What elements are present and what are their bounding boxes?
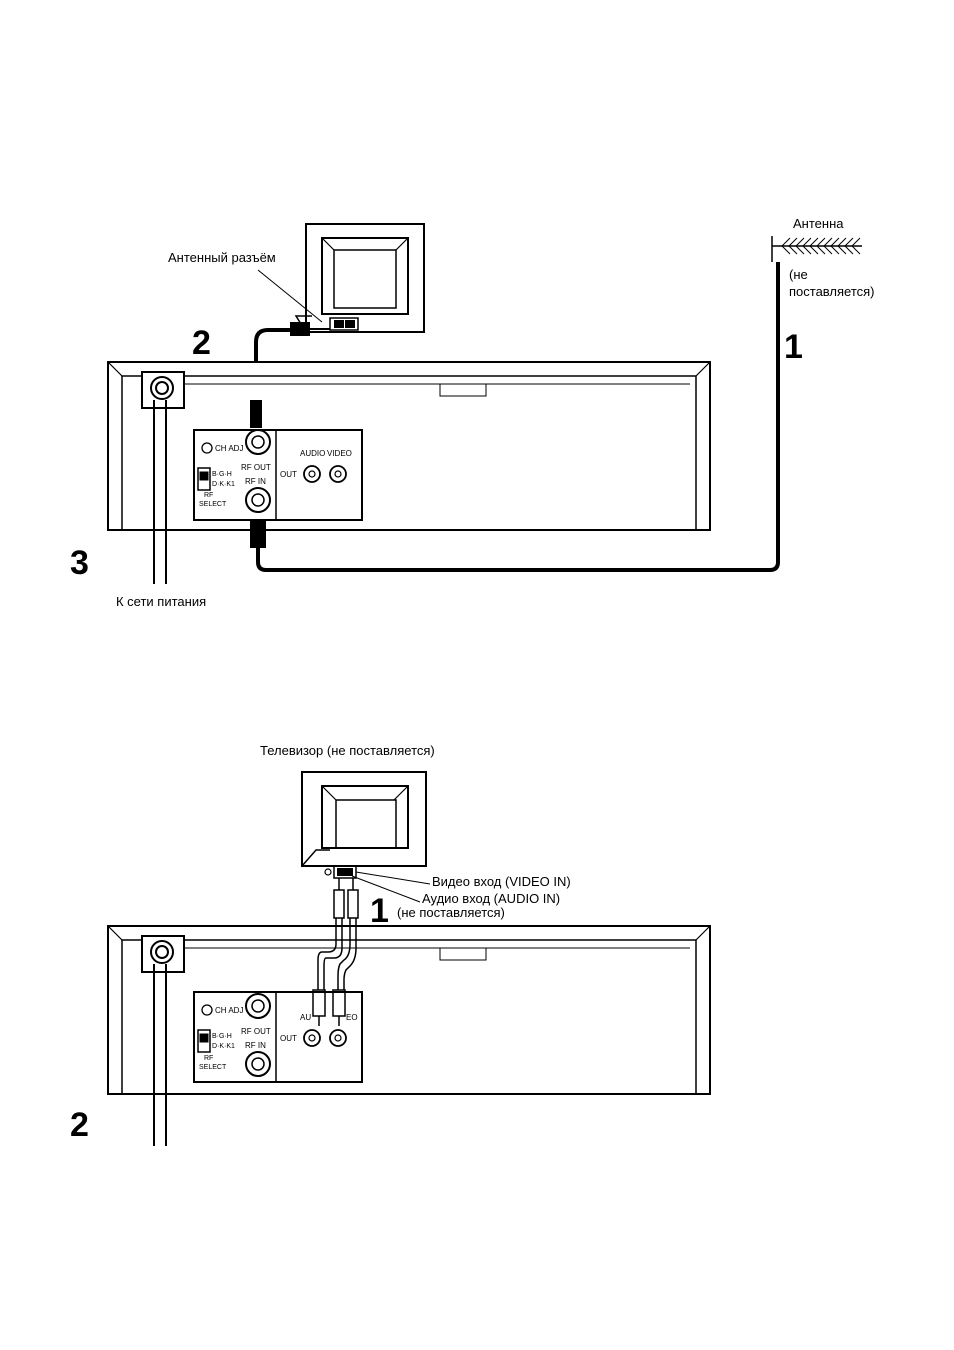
dkk1-label: D·K·K1 [212, 481, 235, 488]
ch-adj-label-2: CH ADJ [215, 1006, 243, 1015]
tv-set-2 [302, 772, 426, 878]
cable-note-label: (не поставляется) [397, 905, 505, 920]
rf-select-rf-label-2: RF [204, 1055, 213, 1062]
av-plugs-vcr [313, 990, 345, 1026]
rf-plug-tv [290, 322, 310, 336]
power-cord-2 [154, 964, 166, 1146]
out-label-2: OUT [280, 1034, 297, 1043]
rf-out-label: RF OUT [241, 463, 271, 472]
ch-adj-label: CH ADJ [215, 444, 243, 453]
step-2-number: 2 [192, 324, 211, 362]
antenna-note-line2: поставляется) [789, 284, 875, 299]
bgh-label-2: B·G·H [212, 1033, 232, 1040]
tv-set-1 [296, 224, 424, 332]
mains-label: К сети питания [116, 594, 206, 609]
video-label-2: EO [346, 1013, 358, 1022]
step-1-number: 1 [784, 328, 803, 366]
rf-in-label: RF IN [245, 477, 266, 486]
step-3-number: 3 [70, 544, 89, 582]
rf-in-label-2: RF IN [245, 1041, 266, 1050]
diagram-av-connection: CH ADJ RF OUT RF IN AU EO OUT B·G·H D·K·… [70, 743, 710, 1146]
video-label: VIDEO [327, 449, 352, 458]
antenna-socket-label: Антенный разъём [168, 250, 276, 265]
dkk1-label-2: D·K·K1 [212, 1043, 235, 1050]
rf-select-label: SELECT [199, 501, 227, 508]
antenna-label: Антенна [793, 216, 844, 231]
bgh-label: B·G·H [212, 471, 232, 478]
rf-out-label-2: RF OUT [241, 1027, 271, 1036]
audio-label: AUDIO [300, 449, 325, 458]
rf-select-label-2: SELECT [199, 1064, 227, 1071]
antenna-symbol [772, 236, 862, 262]
av-plugs-tv [334, 878, 358, 918]
out-label: OUT [280, 470, 297, 479]
power-connector-2 [142, 936, 184, 972]
tv-label: Телевизор (не поставляется) [260, 743, 435, 758]
audio-in-label: Аудио вход (AUDIO IN) [422, 891, 560, 906]
rf-out-plug [250, 400, 262, 428]
av-cable [318, 918, 356, 990]
antenna-note-line1: (не [789, 267, 808, 282]
video-in-label: Видео вход (VIDEO IN) [432, 874, 571, 889]
rf-select-rf-label: RF [204, 492, 213, 499]
step-1-number-2: 1 [370, 892, 389, 930]
audio-label-2: AU [300, 1013, 311, 1022]
power-connector-1 [142, 372, 184, 408]
diagram-rf-connection: CH ADJ RF OUT RF IN AUDIO VIDEO OUT B·G·… [70, 216, 875, 609]
rf-in-plug [250, 520, 266, 548]
step-2-number-2: 2 [70, 1106, 89, 1144]
